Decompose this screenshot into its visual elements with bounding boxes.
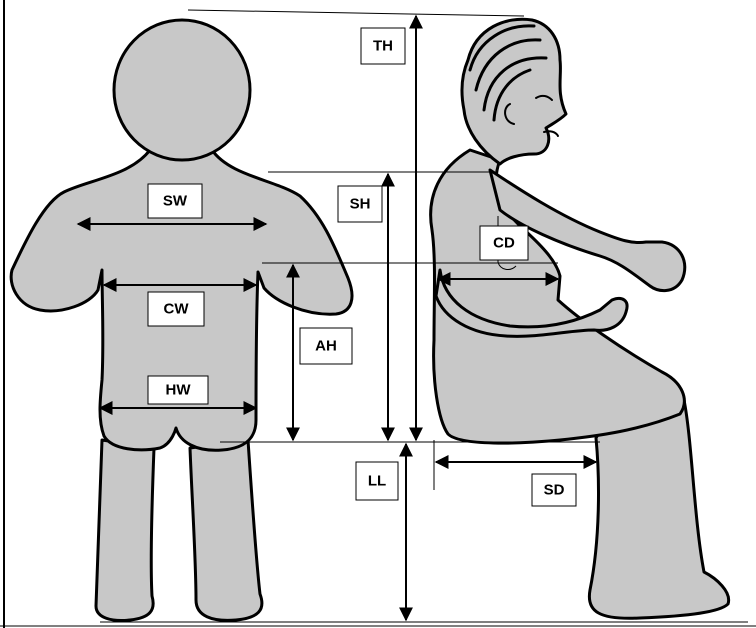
label-cd-text: CD [493, 235, 515, 252]
label-sh: SH [338, 186, 382, 222]
label-sh-text: SH [350, 196, 371, 213]
label-cw: CW [148, 292, 204, 326]
side-view-figure [431, 19, 729, 618]
label-ah: AH [300, 328, 352, 364]
left-leg [96, 440, 154, 620]
top-reference-line [188, 10, 524, 16]
label-sd-text: SD [544, 482, 565, 499]
label-th: TH [361, 28, 405, 64]
label-sw-text: SW [163, 193, 188, 210]
label-ah-text: AH [315, 338, 337, 355]
label-th-text: TH [373, 38, 393, 55]
label-hw-text: HW [166, 382, 192, 399]
label-hw: HW [148, 376, 208, 404]
label-ll: LL [356, 462, 398, 500]
side-torso [431, 150, 685, 443]
label-cd: CD [480, 226, 528, 260]
label-ll-text: LL [368, 473, 386, 490]
label-cw-text: CW [164, 301, 190, 318]
label-sd: SD [532, 474, 576, 506]
label-sw: SW [148, 184, 202, 218]
right-leg [190, 440, 262, 620]
back-head [114, 20, 250, 160]
side-head [462, 19, 566, 164]
